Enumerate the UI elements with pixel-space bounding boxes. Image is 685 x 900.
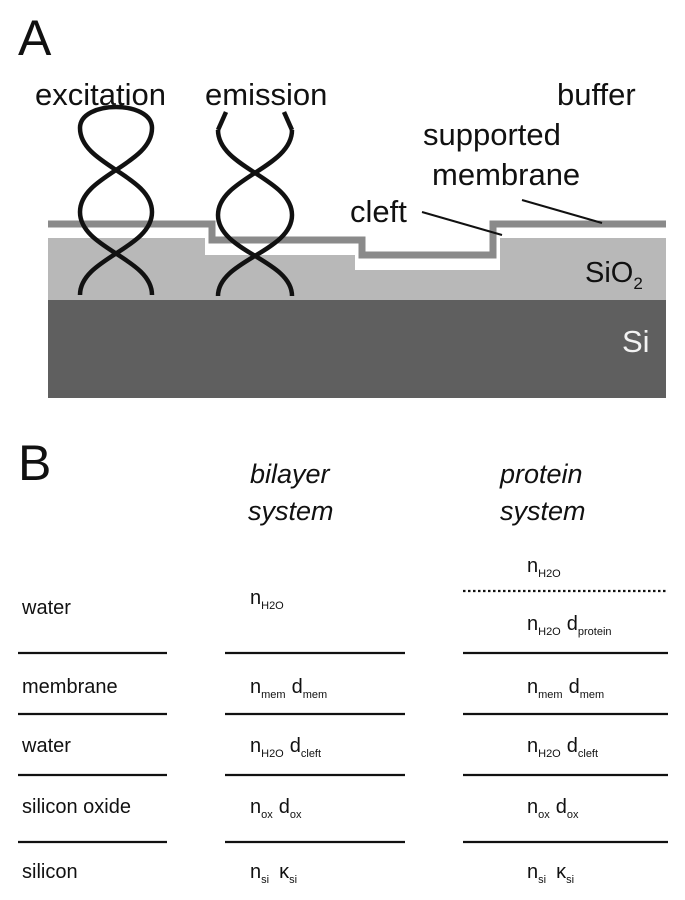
bilayer-header-line2: system xyxy=(248,496,334,526)
cleft-label: cleft xyxy=(350,194,407,229)
panel-b-label: B xyxy=(18,435,51,491)
row-label-membrane: membrane xyxy=(22,676,118,698)
bilayer-header-line1: bilayer xyxy=(250,459,331,489)
excitation-wave xyxy=(77,104,155,296)
supported-membrane-label-line2: membrane xyxy=(432,157,580,192)
supported-membrane-label-line1: supported xyxy=(423,117,561,152)
row-label-silicon-oxide: silicon oxide xyxy=(22,796,131,818)
si-substrate xyxy=(48,300,666,398)
membrane-leader-line xyxy=(521,199,603,224)
table-separators xyxy=(18,651,668,844)
excitation-label: excitation xyxy=(35,77,166,112)
protein-water-n: nH2O xyxy=(527,555,561,580)
row-label-water-cleft: water xyxy=(21,735,71,757)
si-label: Si xyxy=(622,324,650,359)
sio2-label: SiO2 xyxy=(585,257,643,293)
row-label-water-top: water xyxy=(21,597,71,619)
sio2-layer xyxy=(48,238,666,300)
buffer-label: buffer xyxy=(557,77,636,112)
protein-header-line2: system xyxy=(500,496,586,526)
bilayer-water-n: nH2O xyxy=(250,587,284,612)
protein-header-line1: protein xyxy=(499,459,583,489)
emission-label: emission xyxy=(205,77,327,112)
cleft-leader-line xyxy=(421,211,503,236)
supported-membrane xyxy=(48,220,666,259)
water-cleft xyxy=(48,230,666,270)
row-label-silicon: silicon xyxy=(22,861,78,883)
panel-a-label: A xyxy=(18,10,52,66)
emission-wave xyxy=(215,111,295,297)
